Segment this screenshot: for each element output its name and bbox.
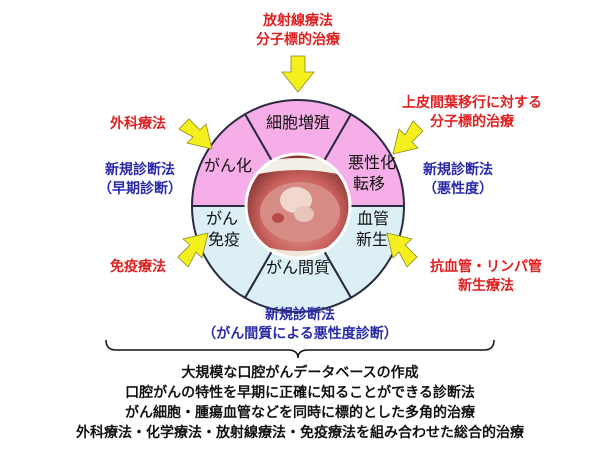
label-top-line-1: 放射線療法 xyxy=(263,13,333,29)
segment-upper-right-label-2: 転移 xyxy=(353,174,385,193)
label-bottom: 新規診断法 （がん間質による悪性度診断） xyxy=(190,306,410,344)
label-right-top-line-1: 上皮間葉移行に対する xyxy=(402,95,542,111)
label-right-bottom-line-2: 新生療法 xyxy=(458,278,514,294)
summary-line-2: 口腔がんの特性を早期に正確に知ることができる診断法 xyxy=(125,385,475,401)
label-left-bottom: 免疫療法 xyxy=(110,259,166,275)
label-left-mid: 新規診断法 （早期診断） xyxy=(88,161,192,199)
segment-top-label: 細胞増殖 xyxy=(266,113,330,132)
segment-upper-left-label: がん化 xyxy=(204,156,252,175)
arrow-top xyxy=(281,55,315,93)
label-top: 放射線療法 分子標的治療 xyxy=(248,12,348,50)
segment-lower-left-label-2: 免疫 xyxy=(208,230,240,249)
oral-cancer-photo xyxy=(244,152,352,260)
label-right-bottom-line-1: 抗血管・リンパ管 xyxy=(430,259,542,275)
summary-line-1: 大規模な口腔がんデータベースの作成 xyxy=(181,365,419,381)
arrow-upper-right xyxy=(392,120,424,155)
label-top-line-2: 分子標的治療 xyxy=(256,32,340,48)
segment-upper-right-label-1: 悪性化 xyxy=(348,153,396,172)
label-bottom-line-2: （がん間質による悪性度診断） xyxy=(202,326,398,342)
label-right-mid-line-2: （悪性度） xyxy=(423,181,493,197)
arrow-upper-left xyxy=(178,118,213,150)
segment-labels: 細胞増殖 がん化 悪性化 転移 がん 免疫 血管 新生 がん間質 xyxy=(204,113,396,277)
label-bottom-line-1: 新規診断法 xyxy=(265,307,335,323)
label-right-bottom: 抗血管・リンパ管 新生療法 xyxy=(410,258,562,296)
segment-bottom-label: がん間質 xyxy=(266,258,330,277)
label-right-mid-line-1: 新規診断法 xyxy=(423,162,493,178)
summary-line-3: がん細胞・腫瘍血管などを同時に標的とした多角的治療 xyxy=(125,405,475,421)
label-right-top-line-2: 分子標的治療 xyxy=(430,114,514,130)
arrows xyxy=(177,55,424,268)
label-right-top: 上皮間葉移行に対する 分子標的治療 xyxy=(372,94,572,132)
label-left-mid-line-1: 新規診断法 xyxy=(105,162,175,178)
arrow-lower-left xyxy=(177,232,209,268)
label-left-top: 外科療法 xyxy=(110,116,166,132)
label-left-mid-line-2: （早期診断） xyxy=(98,181,182,197)
segment-lower-right-label-2: 新生 xyxy=(356,230,388,249)
label-right-mid: 新規診断法 （悪性度） xyxy=(406,161,510,199)
summary-bracket xyxy=(105,339,495,359)
segment-lower-left-label-1: がん xyxy=(206,209,238,228)
arrow-lower-right xyxy=(386,232,418,268)
summary-line-4: 外科療法・化学療法・放射線療法・免疫療法を組み合わせた総合的治療 xyxy=(76,425,524,441)
segment-lower-right-label-1: 血管 xyxy=(357,209,389,228)
